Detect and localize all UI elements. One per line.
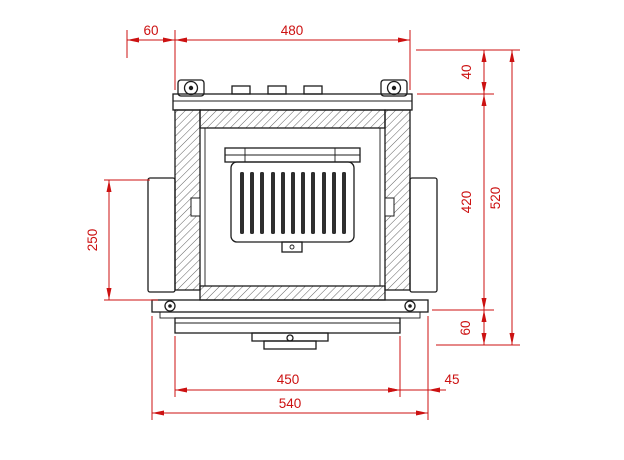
dim-label-right-body-height: 420 (459, 191, 474, 214)
grate-slat (281, 172, 285, 234)
bolt-right-center (391, 85, 397, 91)
handle-lower (263, 340, 317, 350)
base-trim (159, 311, 421, 319)
left-side-duct (147, 177, 176, 293)
top-tab (231, 85, 251, 95)
top-plate (172, 93, 413, 111)
bolt-left-center (188, 85, 194, 91)
dim-label-right-overall-height: 520 (488, 187, 503, 210)
bolt-right-icon (386, 80, 402, 96)
grate-stub-pin (289, 244, 295, 250)
dim-label-bottom-inner-width: 450 (277, 372, 300, 387)
dim-label-top-width: 480 (281, 23, 304, 38)
grate-slat (271, 172, 275, 234)
top-tab (303, 85, 323, 95)
top-slab-section (199, 109, 386, 129)
dim-label-top-offset: 60 (143, 23, 158, 38)
grate-slat (250, 172, 254, 234)
left-wall-notch (190, 197, 201, 217)
handle-knob (286, 334, 294, 342)
dimension-annotations: 60 480 40 420 520 60 250 450 45 540 (85, 23, 520, 420)
base-bolt-left-icon (164, 300, 176, 312)
dim-label-bottom-side-offset: 45 (444, 372, 459, 387)
dim-label-left-opening-height: 250 (85, 229, 100, 252)
grate-slat (332, 172, 336, 234)
grate-slat (311, 172, 315, 234)
grate-slat (322, 172, 326, 234)
base-bolt-right-icon (404, 300, 416, 312)
grate-slat (342, 172, 346, 234)
ash-tray (174, 317, 401, 334)
dim-label-right-clearance: 40 (459, 64, 474, 79)
handle-bracket (251, 332, 329, 342)
grate-slat (240, 172, 244, 234)
grate-slats (240, 172, 346, 234)
floor-slab-section (199, 285, 386, 301)
right-wall-notch (384, 197, 395, 217)
bolt-pad-left (177, 79, 205, 97)
grate-slat (291, 172, 295, 234)
grate-slat (260, 172, 264, 234)
base-plate (151, 299, 429, 313)
stove-section (147, 79, 438, 350)
grate-slat (301, 172, 305, 234)
dim-label-right-base-height: 60 (458, 320, 473, 335)
bolt-left-icon (183, 80, 199, 96)
base-bolt-left-center (168, 304, 172, 308)
top-tab (267, 85, 287, 95)
grate-stub (281, 241, 303, 253)
bolt-pad-right (380, 79, 408, 97)
base-bolt-right-center (408, 304, 412, 308)
dim-label-bottom-overall-width: 540 (279, 396, 302, 411)
right-side-duct (409, 177, 438, 293)
